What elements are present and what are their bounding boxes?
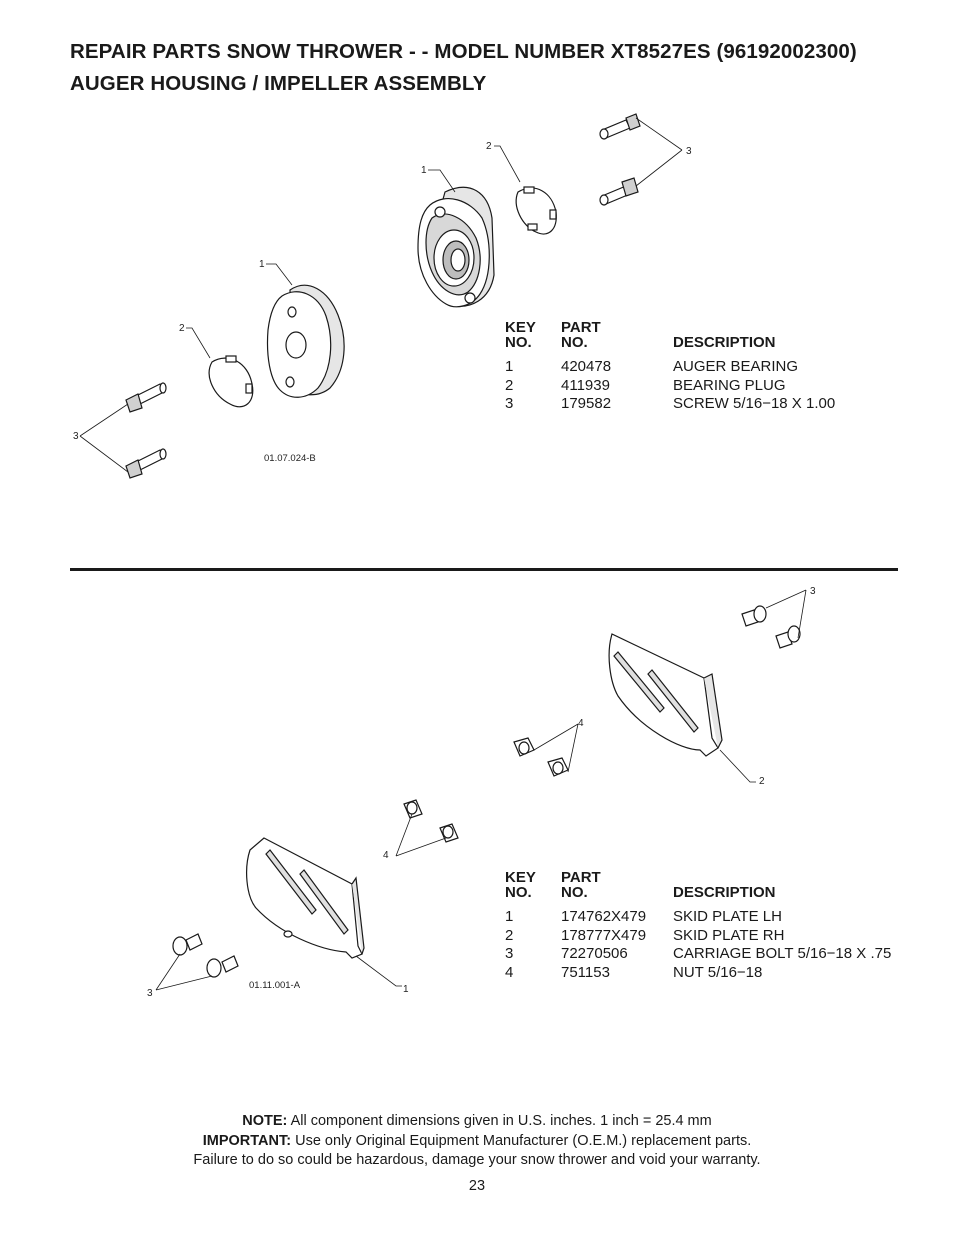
header-description: DESCRIPTION — [673, 334, 776, 351]
drawing-code-2: 01.11.001-A — [249, 980, 301, 991]
callout-3-upper: 3 — [686, 146, 692, 157]
table-row: 1 174762X479 SKID PLATE LH — [505, 908, 891, 927]
carriage-bolt-lower-illustration — [172, 933, 239, 978]
screw-lower-illustration — [125, 382, 167, 479]
part-no: 178777X479 — [561, 926, 647, 944]
bearing-plug-lower-illustration — [208, 355, 254, 408]
callout-3-lower: 3 — [73, 431, 79, 442]
description: BEARING PLUG — [673, 376, 786, 394]
part-no: 411939 — [561, 376, 610, 394]
part-no: 420478 — [561, 358, 612, 375]
part-no: 174762X479 — [561, 908, 647, 925]
auger-bearing-diagram: 1 2 3 1 2 3 01.07.024-B — [0, 100, 954, 560]
key-no: 3 — [505, 395, 514, 412]
skid-plate-rh-illustration — [608, 633, 723, 757]
table-row: 3 72270506 CARRIAGE BOLT 5/16−18 X .75 — [505, 945, 891, 964]
skid-plate-diagram: 3 4 2 4 3 1 01.11.001-A — [0, 578, 954, 1008]
table-row: 4 751153 NUT 5/16−18 — [505, 964, 891, 983]
page-title: REPAIR PARTS SNOW THROWER - - MODEL NUMB… — [70, 40, 857, 63]
part-no: 179582 — [561, 395, 612, 412]
key-no: 1 — [505, 358, 514, 375]
section-title: AUGER HOUSING / IMPELLER ASSEMBLY — [70, 72, 487, 95]
header-description: DESCRIPTION — [673, 884, 776, 901]
drawing-code-1: 01.07.024-B — [264, 453, 316, 464]
key-no: 4 — [505, 963, 514, 981]
part-no: 72270506 — [561, 945, 628, 962]
callout-2-lower: 2 — [179, 323, 185, 334]
section-divider — [70, 568, 898, 571]
callout-3-lower: 3 — [147, 988, 153, 999]
callout-2-upper: 2 — [486, 141, 492, 152]
skid-plate-lh-illustration — [246, 837, 365, 959]
callout-1-upper: 1 — [421, 165, 427, 176]
table-row: 2 178777X479 SKID PLATE RH — [505, 927, 891, 946]
key-no: 1 — [505, 908, 514, 925]
callout-4-upper: 4 — [578, 718, 584, 729]
callout-1-lower: 1 — [259, 259, 265, 270]
table-row: 1 420478 AUGER BEARING — [505, 358, 835, 377]
auger-bearing-front-illustration — [417, 186, 495, 308]
description: SKID PLATE LH — [673, 908, 782, 925]
part-no: 751153 — [561, 963, 610, 981]
key-no: 2 — [505, 926, 514, 944]
page-number: 23 — [468, 1178, 486, 1194]
callout-4-lower: 4 — [383, 850, 389, 861]
auger-bearing-rear-illustration — [266, 284, 345, 398]
description: SCREW 5/16−18 X 1.00 — [673, 395, 836, 412]
note-line: NOTE: All component dimensions given in … — [242, 1113, 712, 1129]
nut-upper-illustration — [513, 737, 569, 777]
description: NUT 5/16−18 — [673, 963, 763, 981]
key-no: 3 — [505, 945, 514, 962]
callout-2: 2 — [759, 776, 765, 787]
important-line: IMPORTANT: Use only Original Equipment M… — [202, 1132, 752, 1149]
key-no: 2 — [505, 376, 514, 394]
nut-lower-illustration — [403, 799, 459, 843]
callout-1: 1 — [403, 984, 409, 995]
table-row: 3 179582 SCREW 5/16−18 X 1.00 — [505, 395, 835, 414]
screw-upper-illustration — [599, 113, 641, 206]
table-row: 2 411939 BEARING PLUG — [505, 377, 835, 396]
warning-line: Failure to do so could be hazardous, dam… — [193, 1152, 761, 1168]
callout-3-upper: 3 — [810, 586, 816, 597]
description: AUGER BEARING — [673, 358, 799, 375]
description: SKID PLATE RH — [673, 926, 785, 944]
carriage-bolt-upper-illustration — [741, 605, 801, 649]
footer-notes: NOTE: All component dimensions given in … — [0, 1112, 954, 1171]
bearing-plug-upper-illustration — [515, 186, 557, 235]
description: CARRIAGE BOLT 5/16−18 X .75 — [673, 945, 892, 962]
